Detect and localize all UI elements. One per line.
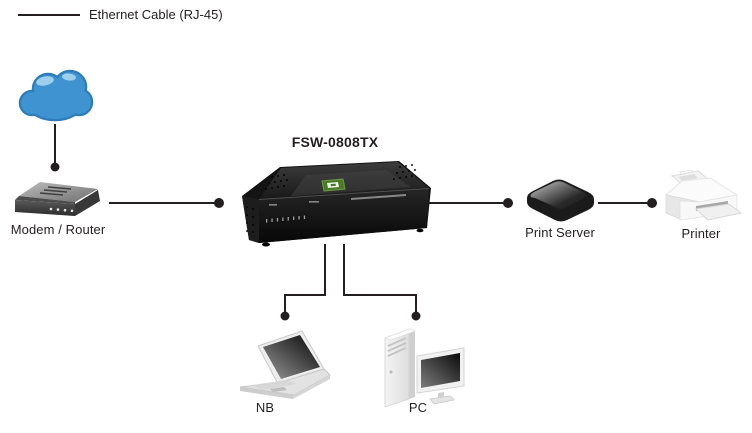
junction-dot-switch-left xyxy=(214,198,224,208)
junction-dot-modem xyxy=(50,162,60,172)
print-server-label: Print Server xyxy=(525,225,595,240)
pc-label: PC xyxy=(408,400,428,415)
notebook-node xyxy=(236,326,332,402)
desktop-node xyxy=(378,320,474,414)
switch-node xyxy=(236,155,436,250)
cable-switch-nb xyxy=(284,244,326,314)
desktop-pc-icon xyxy=(383,328,465,408)
cloud-icon xyxy=(18,69,94,122)
printer-label: Printer xyxy=(681,226,721,241)
junction-dot-printserver xyxy=(503,198,513,208)
junction-dot-nb xyxy=(280,311,290,321)
printer-icon xyxy=(664,169,743,221)
nb-label: NB xyxy=(255,400,275,415)
print-server-icon xyxy=(527,179,594,222)
modem-router-label: Modem / Router xyxy=(10,222,106,237)
legend-label: Ethernet Cable (RJ-45) xyxy=(89,7,223,22)
modem-router-icon xyxy=(15,182,100,216)
ethernet-cable-line-sample xyxy=(18,14,80,16)
internet-node xyxy=(14,66,94,124)
junction-dot-printer xyxy=(647,198,657,208)
modem-router-node xyxy=(13,178,103,218)
switch-model-label: FSW-0808TX xyxy=(291,134,379,150)
junction-dot-pc xyxy=(411,311,421,321)
switch-icon xyxy=(242,161,431,247)
brand-logo-icon xyxy=(321,178,346,192)
print-server-node xyxy=(520,176,600,224)
laptop-icon xyxy=(239,330,331,399)
printer-node xyxy=(658,168,746,230)
cable-switch-pc xyxy=(343,244,417,314)
